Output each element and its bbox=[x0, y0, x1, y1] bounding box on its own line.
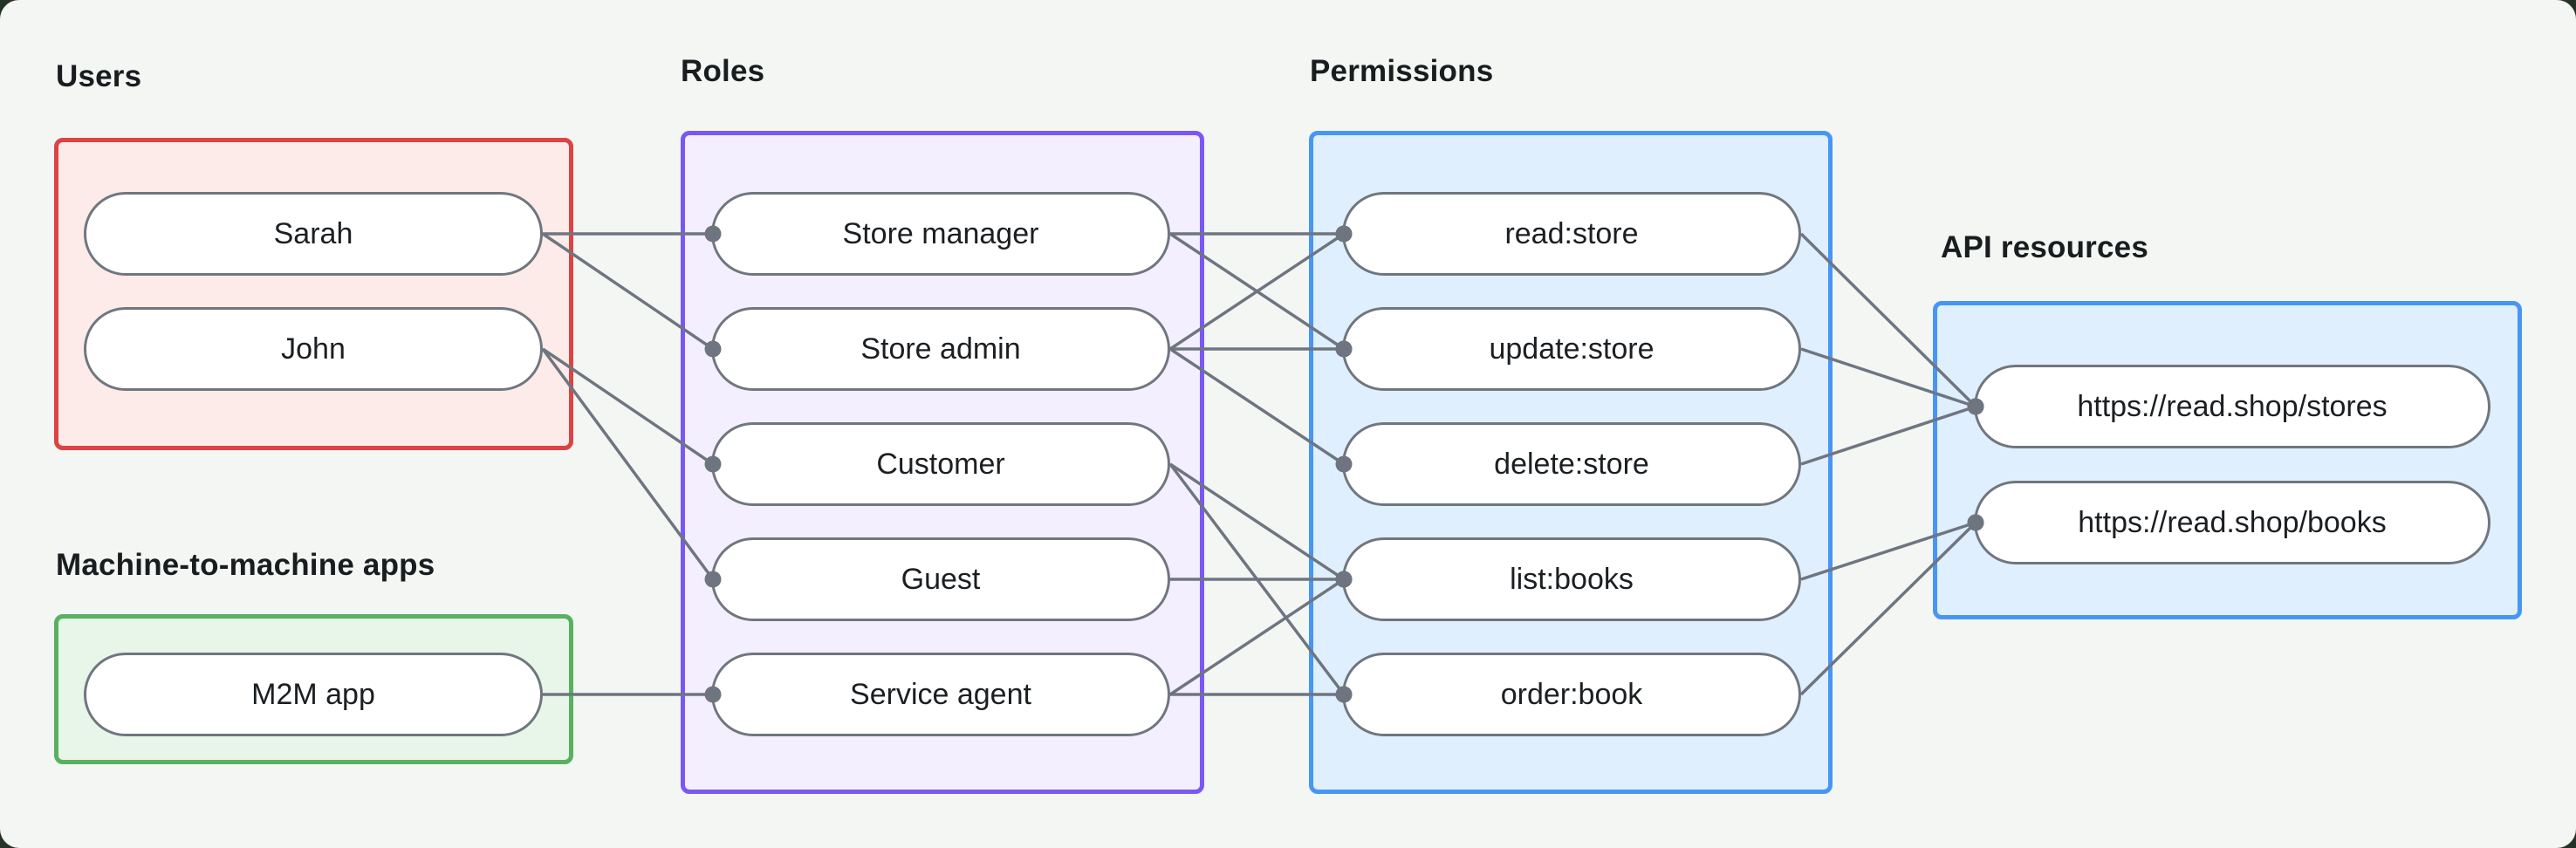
roles-group-label: Roles bbox=[681, 54, 765, 88]
node-guest: Guest bbox=[711, 537, 1170, 621]
node-sarah: Sarah bbox=[84, 192, 543, 276]
node-read-store: read:store bbox=[1342, 192, 1801, 276]
node-list-books: list:books bbox=[1342, 537, 1801, 621]
users-group-box bbox=[54, 138, 573, 450]
api-resources-group-label: API resources bbox=[1941, 230, 2148, 264]
node-delete-store: delete:store bbox=[1342, 422, 1801, 506]
node-order-book: order:book bbox=[1342, 653, 1801, 736]
node-stores-api: https://read.shop/stores bbox=[1974, 365, 2490, 448]
node-store-admin: Store admin bbox=[711, 307, 1170, 391]
node-update-store: update:store bbox=[1342, 307, 1801, 391]
node-m2m-app: M2M app bbox=[84, 653, 543, 736]
node-customer: Customer bbox=[711, 422, 1170, 506]
node-john: John bbox=[84, 307, 543, 391]
machine-to-machine-group-label: Machine-to-machine apps bbox=[56, 548, 435, 582]
permissions-group-label: Permissions bbox=[1310, 54, 1494, 88]
node-service-agent: Service agent bbox=[711, 653, 1170, 736]
api-resources-group-box bbox=[1933, 301, 2522, 619]
node-store-manager: Store manager bbox=[711, 192, 1170, 276]
node-books-api: https://read.shop/books bbox=[1974, 481, 2490, 564]
users-group-label: Users bbox=[56, 59, 142, 93]
